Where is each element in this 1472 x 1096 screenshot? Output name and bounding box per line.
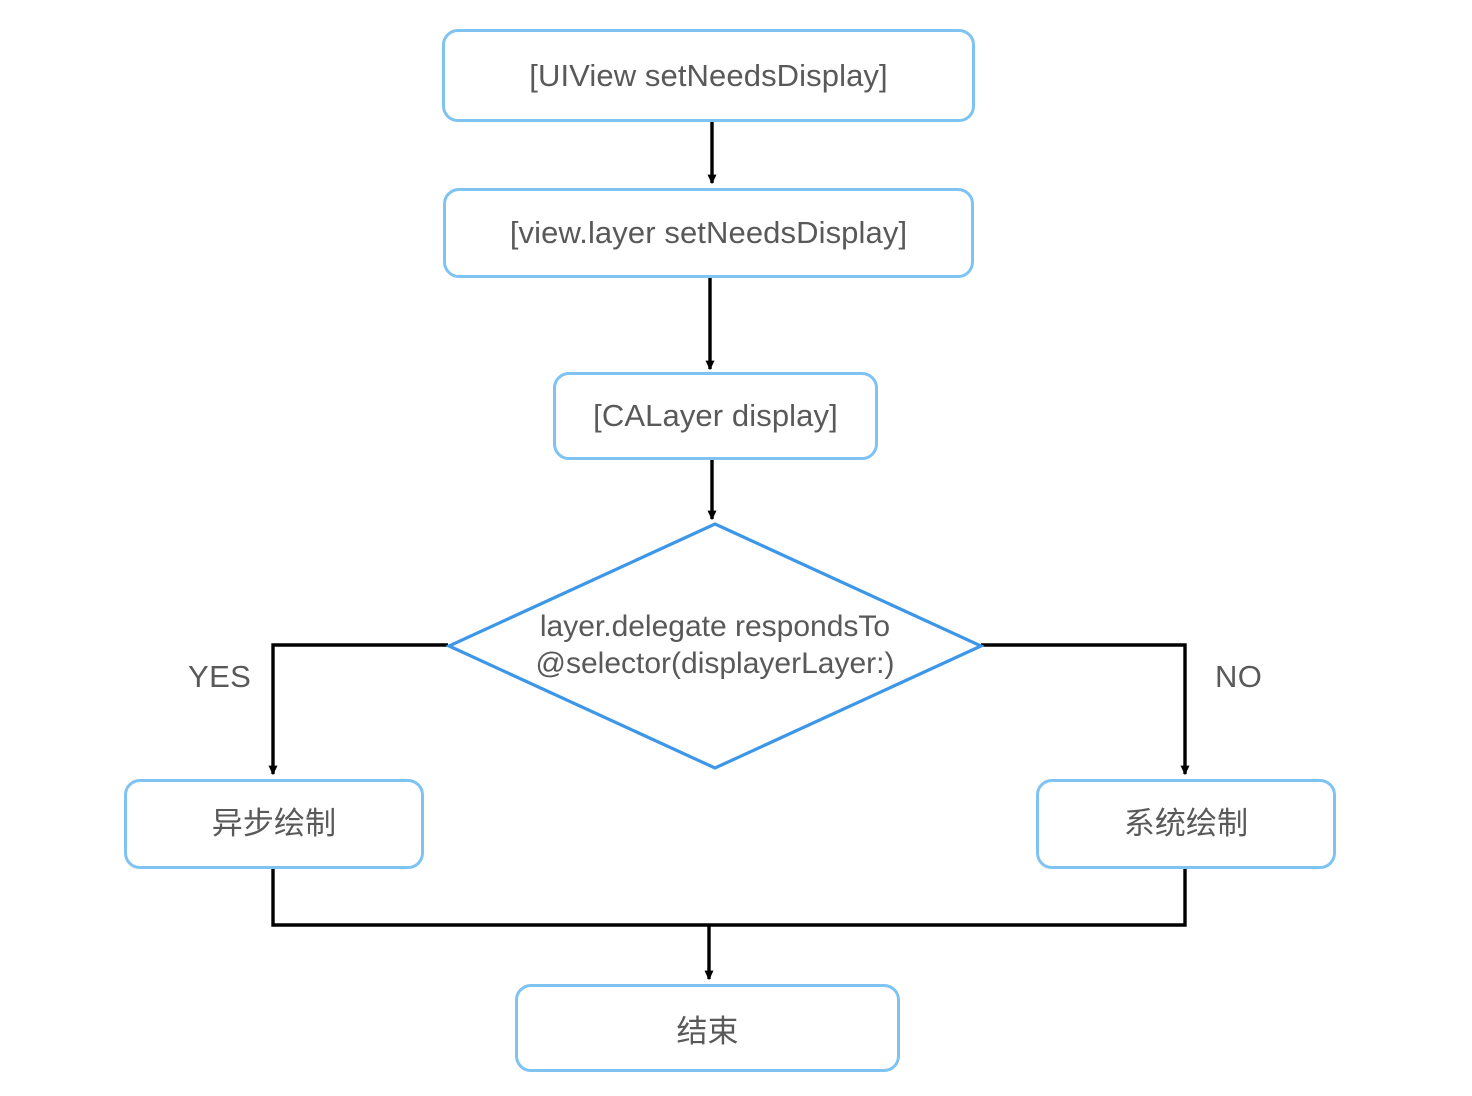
node-async-draw[interactable]: 异步绘制: [124, 779, 424, 869]
node-uiview-set-needs-display[interactable]: [UIView setNeedsDisplay]: [442, 29, 975, 122]
edge-async-to-merge: [271, 869, 1187, 927]
node-view-layer-set-needs-display[interactable]: [view.layer setNeedsDisplay]: [443, 188, 974, 278]
node-label: [CALayer display]: [593, 398, 838, 434]
edge-decision-yes-to-async: [268, 643, 448, 776]
node-system-draw[interactable]: 系统绘制: [1036, 779, 1336, 869]
node-label: [view.layer setNeedsDisplay]: [509, 215, 908, 251]
node-label: 结束: [676, 1013, 739, 1049]
edge-label-text: NO: [1215, 659, 1263, 694]
edge-label-no: NO: [1215, 659, 1262, 695]
node-end[interactable]: 结束: [515, 984, 900, 1072]
edge-label-text: YES: [188, 659, 252, 694]
node-label: 系统绘制: [1123, 806, 1249, 842]
node-label: [UIView setNeedsDisplay]: [529, 57, 888, 93]
edge-decision-no-to-system: [981, 643, 1190, 776]
diamond-shape: [446, 522, 984, 770]
node-label: 异步绘制: [211, 806, 337, 842]
node-decision-delegate-responds-to[interactable]: layer.delegate respondsTo @selector(disp…: [446, 521, 984, 771]
node-calayer-display[interactable]: [CALayer display]: [553, 372, 878, 460]
edge-label-yes: YES: [188, 659, 251, 695]
